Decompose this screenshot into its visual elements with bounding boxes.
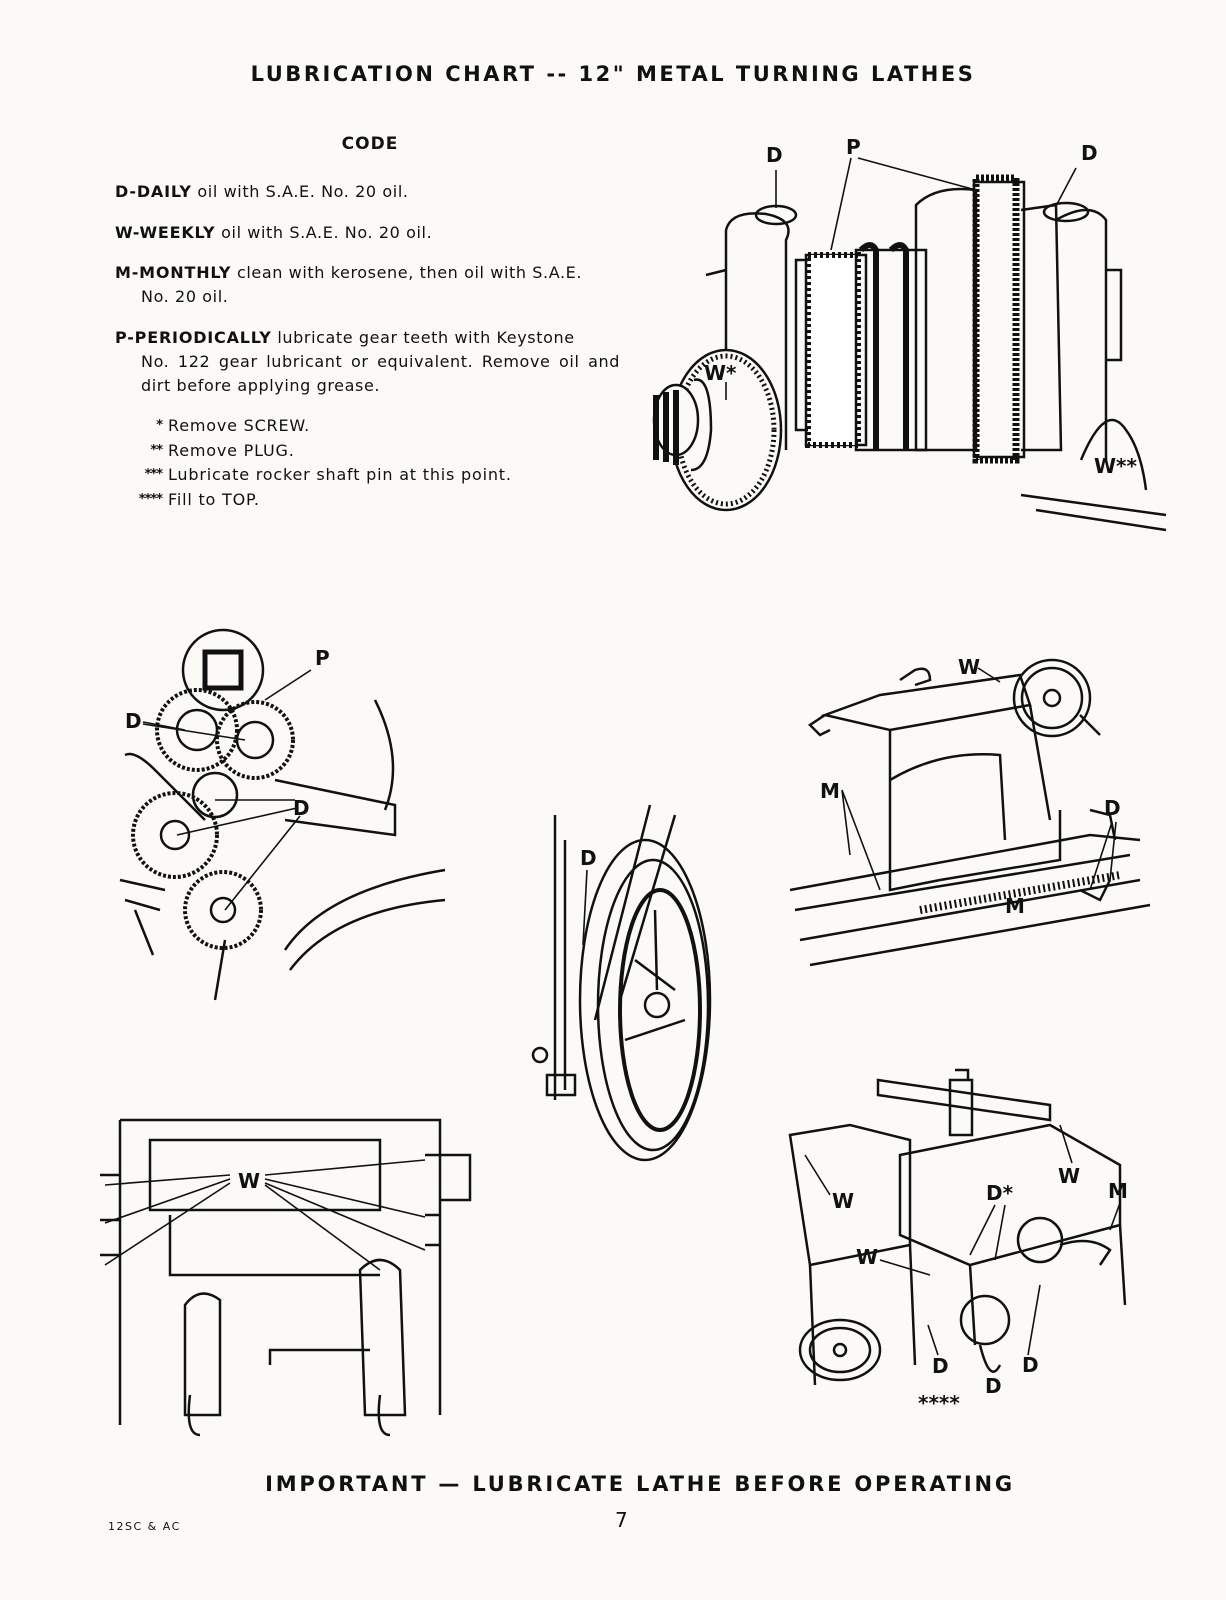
svg-text:W: W [958,655,980,679]
footnote-text: Remove SCREW. [168,416,311,435]
svg-text:P: P [846,135,861,159]
code-daily: D-DAILY oil with S.A.E. No. 20 oil. [115,180,620,204]
svg-text:P: P [315,646,330,670]
svg-text:W: W [832,1189,854,1213]
code-monthly: M-MONTHLY clean with kerosene, then oil … [115,261,620,309]
page-number: 7 [615,1508,628,1532]
svg-text:D: D [1022,1353,1039,1377]
svg-text:W*: W* [704,361,737,385]
change-gears-illustration: P D D [115,620,446,1001]
svg-text:D: D [293,796,310,820]
svg-text:W: W [238,1169,260,1193]
asterisk-symbol: *** [144,467,163,482]
svg-text:D: D [932,1354,949,1378]
svg-text:W: W [1058,1164,1080,1188]
code-text: lubricate gear teeth with Keystone [277,328,575,347]
code-text: oil with S.A.E. No. 20 oil. [221,223,433,242]
code-text-cont: No. 20 oil. [141,287,229,306]
code-text-cont: No. 122 gear lubricant or equivalent. Re… [141,352,620,395]
svg-text:M: M [1108,1179,1128,1203]
footnote-list: * Remove SCREW. ** Remove PLUG. *** Lubr… [112,414,512,512]
footnote-text: Remove PLUG. [168,440,295,460]
asterisk-symbol: **** [138,491,163,507]
svg-text:D: D [580,846,597,870]
svg-text:W: W [856,1245,878,1269]
svg-text:D: D [985,1374,1002,1398]
code-label: M-MONTHLY [115,263,232,282]
footnote-item: ** Remove PLUG. [112,439,512,464]
svg-text:D: D [1104,796,1121,820]
tailstock-illustration: W M D M [789,640,1160,970]
code-label: P-PERIODICALLY [115,328,272,347]
apron-illustration: W [90,1115,490,1445]
asterisk-symbol: ** [150,442,163,458]
svg-text:D: D [125,709,142,733]
important-notice: IMPORTANT — LUBRICATE LATHE BEFORE OPERA… [265,1472,1015,1496]
model-code: 12SC & AC [108,1520,181,1533]
page-title: LUBRICATION CHART -- 12" METAL TURNING L… [250,62,976,86]
svg-text:D*: D* [986,1181,1014,1205]
footnote-text: Lubricate rocker shaft pin at this point… [168,465,512,484]
footnote-item: *** Lubricate rocker shaft pin at this p… [112,463,512,488]
code-label: D-DAILY [115,182,192,201]
svg-text:****: **** [918,1391,960,1415]
footnote-item: * Remove SCREW. [112,414,512,439]
code-heading: CODE [341,134,399,154]
code-periodically: P-PERIODICALLY lubricate gear teeth with… [115,326,620,398]
carriage-illustration: W W D* W M D D D **** [788,1065,1160,1415]
svg-text:D: D [766,143,783,167]
code-weekly: W-WEEKLY oil with S.A.E. No. 20 oil. [115,221,620,245]
code-label: W-WEEKLY [115,223,216,242]
code-text: oil with S.A.E. No. 20 oil. [197,182,409,201]
asterisk-symbol: * [156,418,163,433]
svg-text:M: M [820,779,840,803]
svg-text:M: M [1005,894,1025,918]
footnote-text: Fill to TOP. [168,489,260,509]
headstock-illustration: D P D W* W** [636,130,1167,540]
svg-text:W**: W** [1094,454,1138,478]
footnote-item: **** Fill to TOP. [112,488,512,513]
svg-text:D: D [1081,141,1098,165]
code-text: clean with kerosene, then oil with S.A.E… [236,263,583,282]
pulley-illustration: D [525,800,725,1180]
